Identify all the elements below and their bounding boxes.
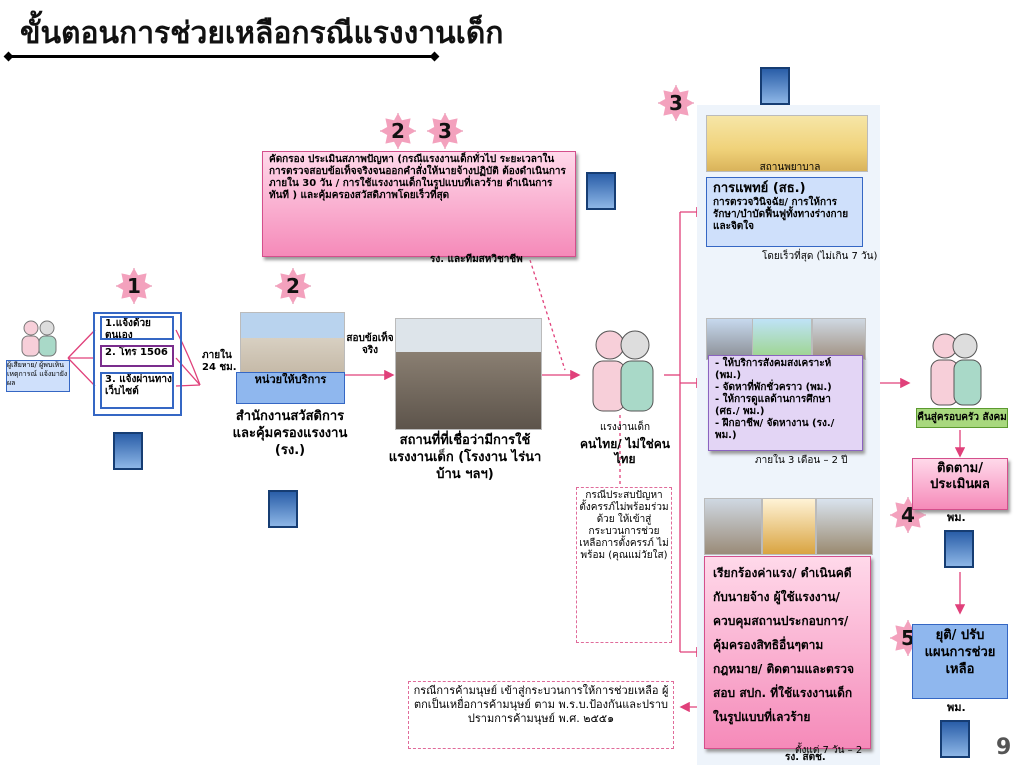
court-photo <box>704 498 762 555</box>
factory-photo <box>395 318 542 430</box>
child-nationality: คนไทย/ ไม่ใช่คนไทย <box>575 437 675 467</box>
ministry-logo-icon-2 <box>268 490 298 528</box>
social-services-box: - ให้บริการสังคมสงเคราะห์ (พม.) - จัดหาท… <box>708 355 863 451</box>
education-photo <box>752 318 812 360</box>
family-people-icon <box>925 328 985 408</box>
screening-team: รง. และทีมสหวิชาชีพ <box>430 254 580 266</box>
medical-desc: การตรวจวินิจฉัย/ การให้การรักษา/บำบัดฟื้… <box>713 197 856 233</box>
reporter-people-icon <box>14 318 64 358</box>
terminate-box: ยุติ/ ปรับแผนการช่วยเหลือ <box>912 624 1008 699</box>
return-family-label: คืนสู่ครอบครัว สังคม <box>916 408 1008 428</box>
police-station-photo <box>816 498 873 555</box>
child-worker-label: แรงงานเด็ก <box>585 422 665 434</box>
child-worker-icon <box>585 325 660 415</box>
trafficking-note: กรณีการค้ามนุษย์ เข้าสู่กระบวนการให้การช… <box>408 681 674 749</box>
pregnancy-note: กรณีประสบปัญหา ตั้งครรภ์ไม่พร้อมร่วมด้วย… <box>576 487 672 643</box>
social-time: ภายใน 3 เดือน – 2 ปี <box>755 455 875 467</box>
ministry-logo-icon-4 <box>760 67 790 105</box>
medical-box: การแพทย์ (สธ.) การตรวจวินิจฉัย/ การให้กา… <box>706 177 863 247</box>
legal-box: เรียกร้องค่าแรง/ ดำเนินคดีกับนายจ้าง ผู้… <box>704 556 871 749</box>
social-item: - ให้การดูแลด้านการศึกษา (ศธ./ พม.) <box>715 394 856 418</box>
service-unit-banner: หน่วยให้บริการ <box>236 372 345 404</box>
investigate-label: สอบข้อเท็จจริง <box>340 333 400 357</box>
scales-photo <box>762 498 816 555</box>
social-item: - ให้บริการสังคมสงเคราะห์ (พม.) <box>715 358 856 382</box>
medical-title: การแพทย์ (สธ.) <box>713 181 856 197</box>
shelter-photo <box>706 318 753 360</box>
workplace-label: สถานที่ที่เชื่อว่ามีการใช้ แรงงานเด็ก (โ… <box>385 432 545 483</box>
reporter-label: ผู้เสียหาย/ ผู้พบเห็นเหตุการณ์ แจ้งมายัง… <box>6 360 70 392</box>
ministry-logo-icon <box>113 432 143 470</box>
channel-hotline: 2. โทร 1506 <box>100 345 174 367</box>
legal-time: ตั้งแต่ 7 วัน – 2 <box>795 745 890 757</box>
ministry-logo-icon-5 <box>944 530 974 568</box>
ministry-logo-icon-3 <box>586 172 616 210</box>
medical-time: โดยเร็วที่สุด (ไม่เกิน 7 วัน) <box>762 251 882 263</box>
terminate-org: พม. <box>947 701 987 715</box>
office-building-photo <box>240 312 345 376</box>
hospital-caption: สถานพยาบาล <box>740 162 840 174</box>
followup-org: พม. <box>947 511 987 525</box>
screening-box: คัดกรอง ประเมินสภาพปัญหา (กรณีแรงงานเด็ก… <box>262 151 576 257</box>
ministry-logo-icon-6 <box>940 720 970 758</box>
followup-box: ติดตาม/ ประเมินผล <box>912 458 1008 510</box>
channel-website: 3. แจ้งผ่านทางเว็บไซต์ <box>100 372 174 409</box>
page-number: 9 <box>996 735 1011 760</box>
service-unit-name: สำนักงานสวัสดิการและคุ้มครองแรงงาน (รง.) <box>230 408 350 459</box>
channel-walk-in: 1.แจ้งด้วยตนเอง <box>100 316 174 340</box>
training-photo <box>812 318 866 360</box>
social-item: - จัดหาที่พักชั่วคราว (พม.) <box>715 382 856 394</box>
social-item: - ฝึกอาชีพ/ จัดหางาน (รง./ พม.) <box>715 418 856 442</box>
within-24-hours: ภายใน 24 ชม. <box>202 350 238 374</box>
